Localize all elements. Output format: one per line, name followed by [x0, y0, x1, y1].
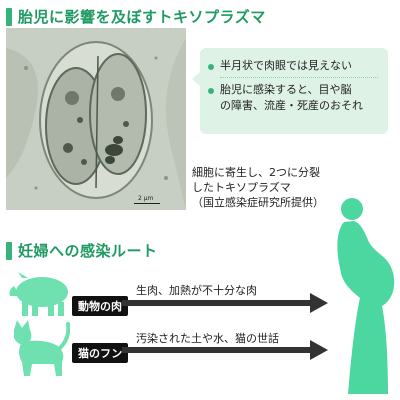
route-text-cat: 汚染された土や水、猫の世話 [136, 332, 279, 345]
route-label-cat-feces: 猫のフン [72, 343, 129, 363]
arrow-right-icon [122, 293, 328, 313]
callout-box: 半月状で肉眼では見えない 胎児に感染すると、目や脳 の障害、流産・死産のおそれ [192, 48, 388, 134]
heading-marker [6, 241, 12, 260]
section-heading-toxoplasma: 胎児に影響を及ぼすトキソプラズマ [6, 6, 266, 27]
microscope-photo [6, 28, 186, 210]
callout-pointer [192, 72, 200, 86]
callout-line-3: の障害、流産・死産のおそれ [220, 99, 363, 112]
section-heading-infection-route: 妊婦への感染ルート [6, 240, 158, 261]
route-text-meat: 生肉、加熱が不十分な肉 [136, 284, 257, 297]
pig-icon [9, 272, 68, 316]
arrow-right-icon [122, 340, 328, 360]
photo-caption-line-2: したトキソプラズマ [192, 181, 291, 194]
photo-caption-line-3: （国立感染症研究所提供） [192, 196, 324, 209]
scale-bar [134, 203, 160, 204]
heading-text: 妊婦への感染ルート [18, 242, 158, 260]
callout-line-1: 半月状で肉眼では見えない [220, 59, 352, 72]
parasite-cells-illustration [6, 28, 186, 210]
route-label-meat: 動物の肉 [72, 296, 128, 316]
scale-label: 2 μm [138, 195, 154, 202]
photo-caption-line-1: 細胞に寄生し、2つに分裂 [192, 166, 320, 179]
callout-divider [220, 77, 378, 78]
bullet-icon [208, 88, 214, 94]
cat-icon [14, 320, 70, 376]
pregnant-woman-icon [337, 198, 395, 394]
heading-text: 胎児に影響を及ぼすトキソプラズマ [18, 8, 266, 26]
bullet-icon [208, 64, 214, 70]
heading-marker [6, 7, 12, 26]
callout-line-2: 胎児に感染すると、目や脳 [220, 83, 352, 96]
